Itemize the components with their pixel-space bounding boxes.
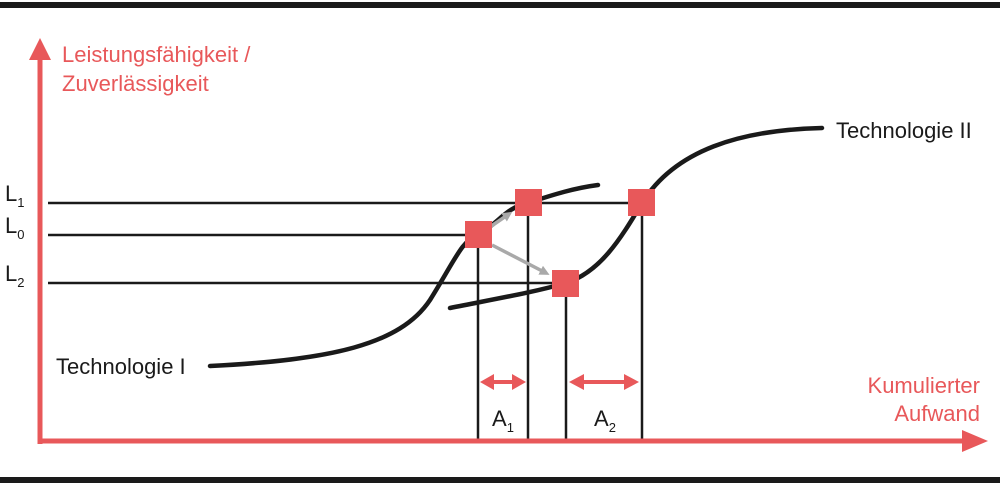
- point-l2-tech2: [552, 270, 579, 297]
- technology-2-curve: [447, 125, 825, 311]
- x-axis-label-line2: Aufwand: [894, 401, 980, 426]
- technology-2-label: Technologie II: [836, 118, 972, 143]
- y-axis-arrowhead: [29, 38, 51, 60]
- bottom-border-bar: [0, 477, 1000, 483]
- point-l1-tech1: [515, 189, 542, 216]
- level-label-l0: L0: [5, 213, 24, 242]
- interval-a2-arrow: [569, 374, 639, 390]
- level-label-l1: L1: [5, 181, 24, 210]
- x-axis-label-line1: Kumulierter: [868, 373, 980, 398]
- interval-a1-arrow: [480, 374, 526, 390]
- interval-label-a1: A1: [492, 406, 514, 435]
- transition-arrow-up: [489, 211, 513, 229]
- transition-arrow-down: [491, 243, 550, 275]
- y-axis-label-line2: Zuverlässigkeit: [62, 71, 209, 96]
- top-border-bar: [0, 2, 1000, 8]
- x-axis-arrowhead: [962, 430, 988, 452]
- level-label-l2: L2: [5, 261, 24, 290]
- y-axis-label-line1: Leistungsfähigkeit /: [62, 42, 251, 67]
- interval-label-a2: A2: [594, 406, 616, 435]
- point-l0-tech1: [465, 221, 492, 248]
- point-l1-tech2: [628, 189, 655, 216]
- technology-1-label: Technologie I: [56, 354, 186, 379]
